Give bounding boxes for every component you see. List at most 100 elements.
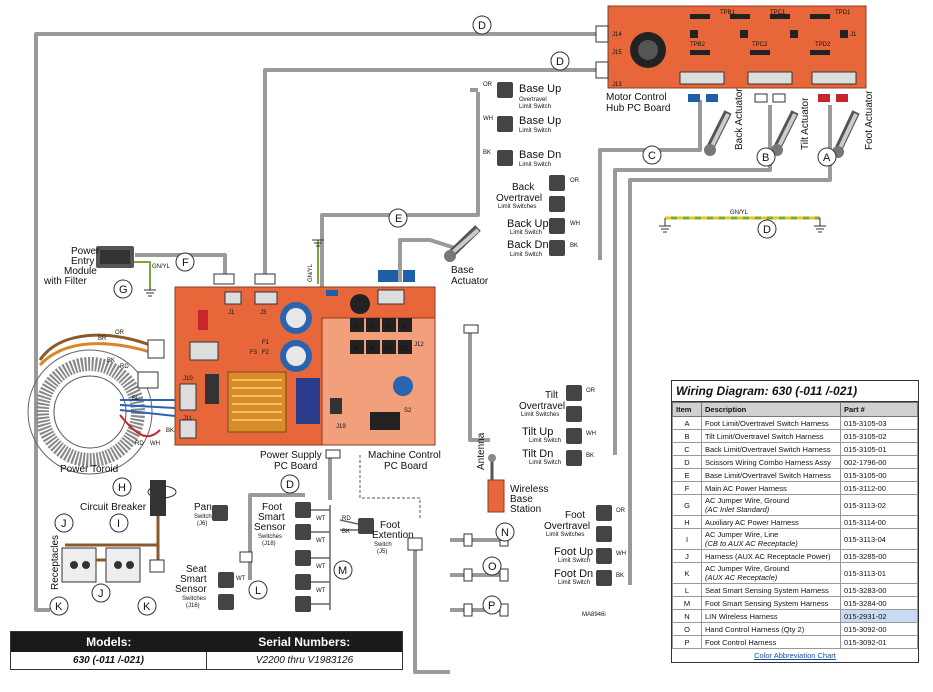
- svg-text:M: M: [338, 565, 347, 577]
- svg-text:(J18): (J18): [262, 541, 276, 547]
- power-entry-module: Power Entry Module with Filter GN/YL: [43, 246, 171, 297]
- conn-tpd2: TPD2: [815, 42, 831, 48]
- svg-text:Actuator: Actuator: [451, 276, 489, 287]
- conn-j13: J13: [612, 82, 622, 88]
- legend-part-number: 015-3092-00: [840, 622, 918, 636]
- conn-j3-ps: J3: [260, 310, 267, 316]
- legend-description: Foot Limit/Overtravel Switch Harness: [701, 416, 841, 430]
- power-supply-label-2: PC Board: [274, 461, 317, 472]
- callout-j-1: J: [54, 513, 74, 533]
- legend-description: Foot Control Harness: [701, 635, 841, 649]
- callout-h: H: [112, 477, 132, 497]
- legend-part-number: 015-3114-00: [840, 515, 918, 529]
- legend-description-main: Scissors Wiring Combo Harness Assy: [705, 457, 831, 467]
- svg-text:WH: WH: [586, 431, 596, 437]
- legend-item: B: [672, 429, 702, 443]
- legend-part-number: 015-3092-01: [840, 635, 918, 649]
- svg-text:Sensor: Sensor: [175, 584, 207, 595]
- svg-text:L: L: [255, 585, 261, 597]
- conn-j11-ps: J11: [183, 416, 193, 422]
- svg-text:Circuit Breaker: Circuit Breaker: [80, 502, 147, 513]
- svg-text:Limit Switch: Limit Switch: [558, 580, 590, 586]
- svg-text:Limit Switch: Limit Switch: [519, 128, 551, 134]
- power-toroid: Power Toroid BR OR BK RD BL RD WH BK: [27, 330, 176, 475]
- legend-part-number: 015-3105-03: [840, 416, 918, 430]
- conn-tpb1: TPB1: [720, 10, 736, 16]
- svg-text:Station: Station: [510, 504, 541, 515]
- svg-text:Limit Switches: Limit Switches: [546, 532, 584, 538]
- svg-text:WT: WT: [236, 576, 246, 582]
- svg-text:Limit Switch: Limit Switch: [510, 230, 542, 236]
- legend-item: J: [672, 549, 702, 563]
- harness-d-second: [263, 68, 596, 275]
- callout-e: E: [388, 208, 408, 228]
- svg-text:(J5): (J5): [377, 549, 387, 555]
- legend-part-number: 015-3113-01: [840, 562, 918, 584]
- legend-item: D: [672, 455, 702, 469]
- svg-text:WT: WT: [316, 588, 326, 594]
- svg-text:Power Toroid: Power Toroid: [60, 464, 118, 475]
- callout-f: F: [175, 252, 195, 272]
- legend-description: Tilt Limit/Overtravel Switch Harness: [701, 429, 841, 443]
- conn-tpc1: TPC1: [770, 10, 786, 16]
- legend-item: A: [672, 416, 702, 430]
- legend-item: F: [672, 481, 702, 495]
- legend-title: Wiring Diagram: 630 (-011 /-021): [672, 381, 918, 402]
- svg-text:Limit Switches: Limit Switches: [498, 204, 536, 210]
- legend-description: AC Jumper Wire, Line(CB to AUX AC Recept…: [701, 528, 841, 550]
- hub-label-2: Hub PC Board: [606, 103, 670, 114]
- svg-text:Base: Base: [510, 494, 533, 505]
- svg-text:BK: BK: [107, 358, 115, 364]
- svg-text:Switch: Switch: [194, 514, 212, 520]
- svg-text:WT: WT: [316, 516, 326, 522]
- svg-text:BK: BK: [342, 529, 350, 535]
- svg-text:Overtravel: Overtravel: [544, 521, 590, 532]
- power-supply-label-1: Power Supply: [260, 450, 322, 461]
- smart-sensor-switches: Pan Switch (J6) Foot Smart Sensor Switch…: [175, 502, 414, 612]
- legend-part-number: 015-2931-02: [840, 609, 918, 623]
- legend-description: Main AC Power Harness: [701, 481, 841, 495]
- motor-control-hub-board: TPB1 TPC1 TPD1 TPB2 TPC2 TPD2 J14 J15 J1…: [607, 5, 867, 89]
- svg-text:Pan: Pan: [194, 502, 212, 513]
- legend-description-main: LIN Wireless Harness: [705, 611, 778, 621]
- hub-label-1: Motor Control: [606, 92, 667, 103]
- callout-k-1: K: [49, 596, 69, 616]
- color-abbreviation-link[interactable]: Color Abbreviation Chart: [754, 651, 836, 660]
- machine-control-label-1: Machine Control: [368, 450, 441, 461]
- svg-text:I: I: [117, 518, 120, 530]
- callout-i: I: [109, 513, 129, 533]
- svg-text:Back Dn: Back Dn: [507, 239, 549, 251]
- legend-description: Scissors Wiring Combo Harness Assy: [701, 455, 841, 469]
- base-actuator: Base Actuator: [378, 225, 489, 287]
- legend-item: C: [672, 442, 702, 456]
- svg-text:RD: RD: [135, 441, 144, 447]
- legend-description: Seat Smart Sensing System Harness: [701, 583, 841, 597]
- svg-text:Limit Switches: Limit Switches: [521, 412, 559, 418]
- svg-text:Tilt Up: Tilt Up: [522, 426, 553, 438]
- receptacles: Receptacles: [50, 535, 141, 590]
- svg-text:Tilt Dn: Tilt Dn: [522, 448, 553, 460]
- svg-text:Limit Switch: Limit Switch: [529, 438, 561, 444]
- svg-text:F: F: [182, 257, 189, 269]
- svg-text:Seat: Seat: [186, 564, 207, 575]
- wireless-base-station: Antenna Wireless Base Station: [476, 432, 548, 515]
- legend-description-sub: (AC Inlet Standard): [705, 505, 770, 514]
- legend-header-description: Description: [701, 402, 841, 417]
- legend-description-main: Main AC Power Harness: [705, 483, 787, 493]
- svg-text:Limit Switch: Limit Switch: [519, 104, 551, 110]
- legend-description-main: Tilt Limit/Overtravel Switch Harness: [705, 431, 824, 441]
- harness-b: [613, 105, 772, 455]
- legend-description-main: Foot Smart Sensing System Harness: [705, 598, 829, 608]
- callout-a: A: [817, 147, 837, 167]
- svg-text:BK: BK: [166, 428, 174, 434]
- svg-text:D: D: [763, 224, 771, 236]
- harness-d-top: [34, 32, 596, 612]
- svg-text:OR: OR: [570, 178, 580, 184]
- svg-text:Limit Switch: Limit Switch: [510, 252, 542, 258]
- callout-d-1: D: [472, 15, 492, 35]
- legend-part-number: 015-3105-01: [840, 442, 918, 456]
- svg-text:BK: BK: [483, 150, 491, 156]
